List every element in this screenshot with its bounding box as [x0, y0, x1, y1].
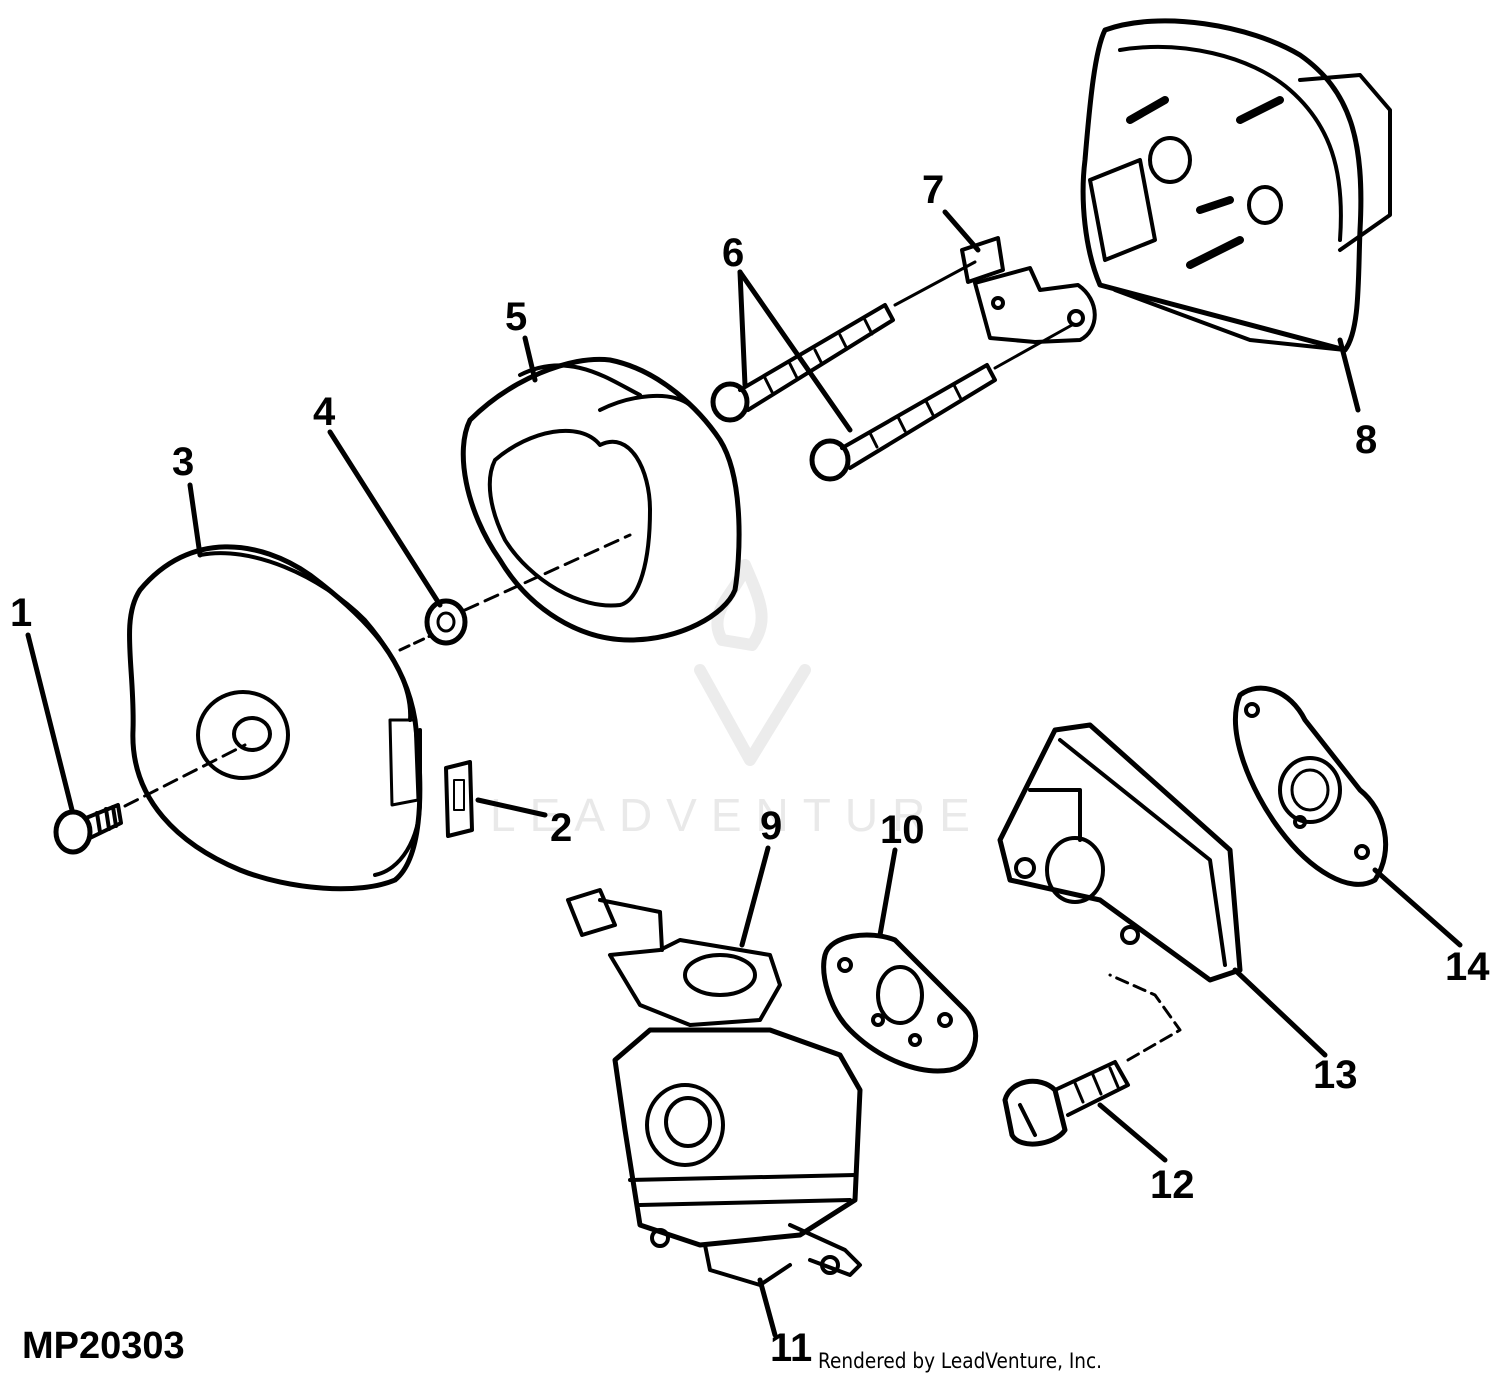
- watermark-text: LEADVENTURE: [490, 789, 984, 841]
- part-9-carburetor: [566, 888, 863, 1287]
- callout-13: 13: [1313, 1053, 1358, 1097]
- callout-12: 12: [1150, 1163, 1195, 1207]
- callout-6: 6: [722, 231, 745, 275]
- part-10-gasket: [821, 932, 979, 1074]
- callout-8: 8: [1355, 418, 1378, 462]
- part-2-gasket: [444, 760, 474, 838]
- drawing-code: MP20303: [22, 1325, 185, 1367]
- leader-lines: [25, 209, 1463, 1338]
- part-3-cover: [126, 544, 423, 892]
- part-12-screw: [1002, 973, 1182, 1147]
- part-13-insulator: [997, 722, 1243, 983]
- callout-10: 10: [880, 808, 925, 852]
- part-6-screws: [710, 260, 1074, 482]
- callout-4: 4: [313, 390, 336, 434]
- callout-9: 9: [760, 804, 783, 848]
- callout-1: 1: [10, 591, 33, 635]
- render-credit: Rendered by LeadVenture, Inc.: [818, 1349, 1103, 1373]
- watermark-logo: [694, 559, 811, 766]
- callout-7: 7: [922, 168, 945, 212]
- callout-11: 11: [770, 1326, 813, 1370]
- part-14-gasket: [1233, 685, 1389, 887]
- callout-3: 3: [172, 440, 195, 484]
- part-5-element: [460, 356, 742, 643]
- part-4-nut: [398, 533, 632, 652]
- callout-5: 5: [505, 295, 528, 339]
- part-7-bracket: [960, 236, 1097, 344]
- part-8-backplate: [1080, 18, 1392, 353]
- callout-14: 14: [1445, 945, 1490, 989]
- callout-2: 2: [550, 806, 573, 850]
